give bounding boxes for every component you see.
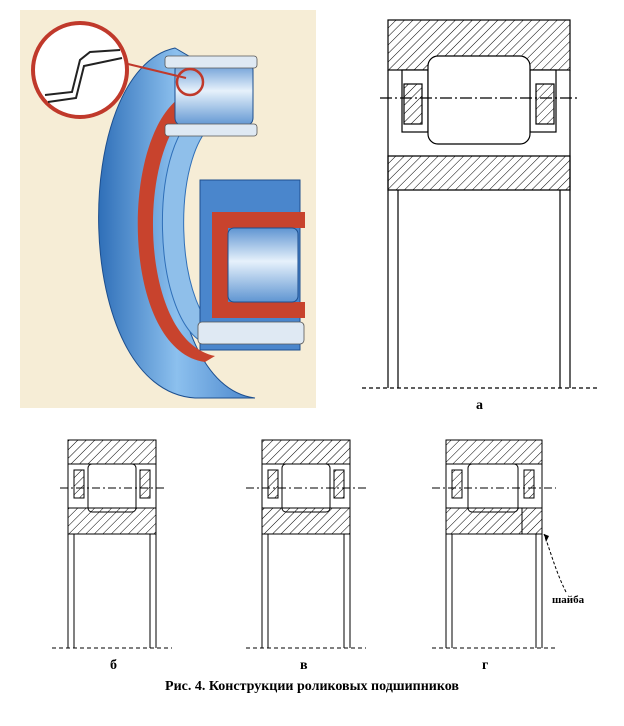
label-a: а	[476, 398, 483, 413]
label-v: в	[300, 658, 308, 673]
washer	[521, 507, 543, 535]
drawing-v	[246, 439, 366, 649]
label-b: б	[110, 658, 117, 673]
drawing-a	[362, 19, 598, 389]
drawing-b	[52, 439, 172, 649]
magnified-detail	[31, 21, 129, 119]
washer-leader	[543, 533, 567, 593]
washer-label: шайба	[552, 594, 585, 606]
figure-caption: Рис. 4. Конструкции роликовых подшипнико…	[165, 679, 459, 694]
drawing-g	[432, 439, 567, 649]
label-g: г	[482, 658, 489, 673]
bearing-illustration	[20, 10, 316, 408]
